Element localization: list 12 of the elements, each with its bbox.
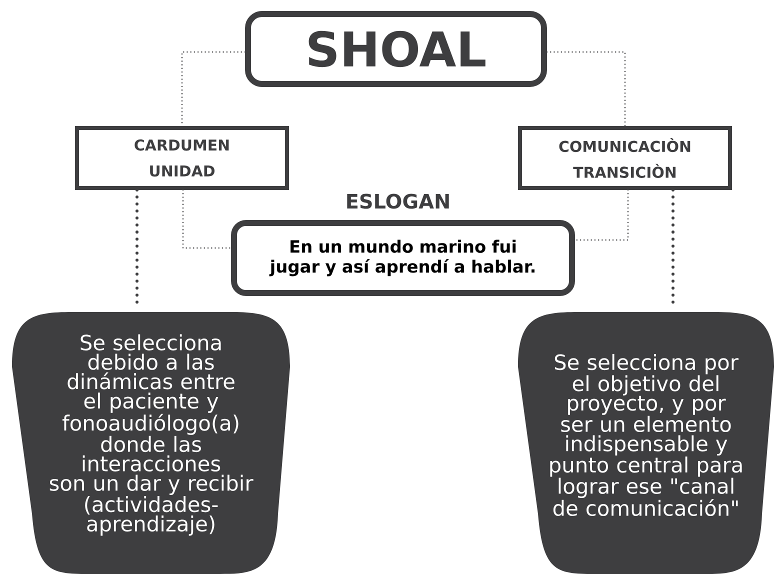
label-box: COMUNICACIÒN TRANSICIÒN (518, 126, 732, 190)
label-box: CARDUMEN UNIDAD (75, 126, 289, 190)
slogan-box: En un mundo marino fui jugar y así aprendí a hablar. (231, 220, 575, 296)
connector-line (546, 51, 626, 127)
slogan-heading: ESLOGAN (347, 194, 449, 209)
description-box: Se selecciona debido a las dinámicas entre el paciente y fonoaudiólogo(a) donde las interacciones son un dar y recibir (actividades-aprendizaje) (12, 312, 290, 574)
connector-line (574, 189, 629, 241)
connector-line (182, 189, 232, 249)
connector-line (672, 188, 674, 306)
description-box: Se selecciona por el objetivo del proyecto, y por ser un elemento indispensable y punto central para lograr ese "canal de comunicación" (518, 312, 774, 574)
title-box: SHOAL (245, 11, 547, 87)
connector-line (136, 188, 138, 306)
